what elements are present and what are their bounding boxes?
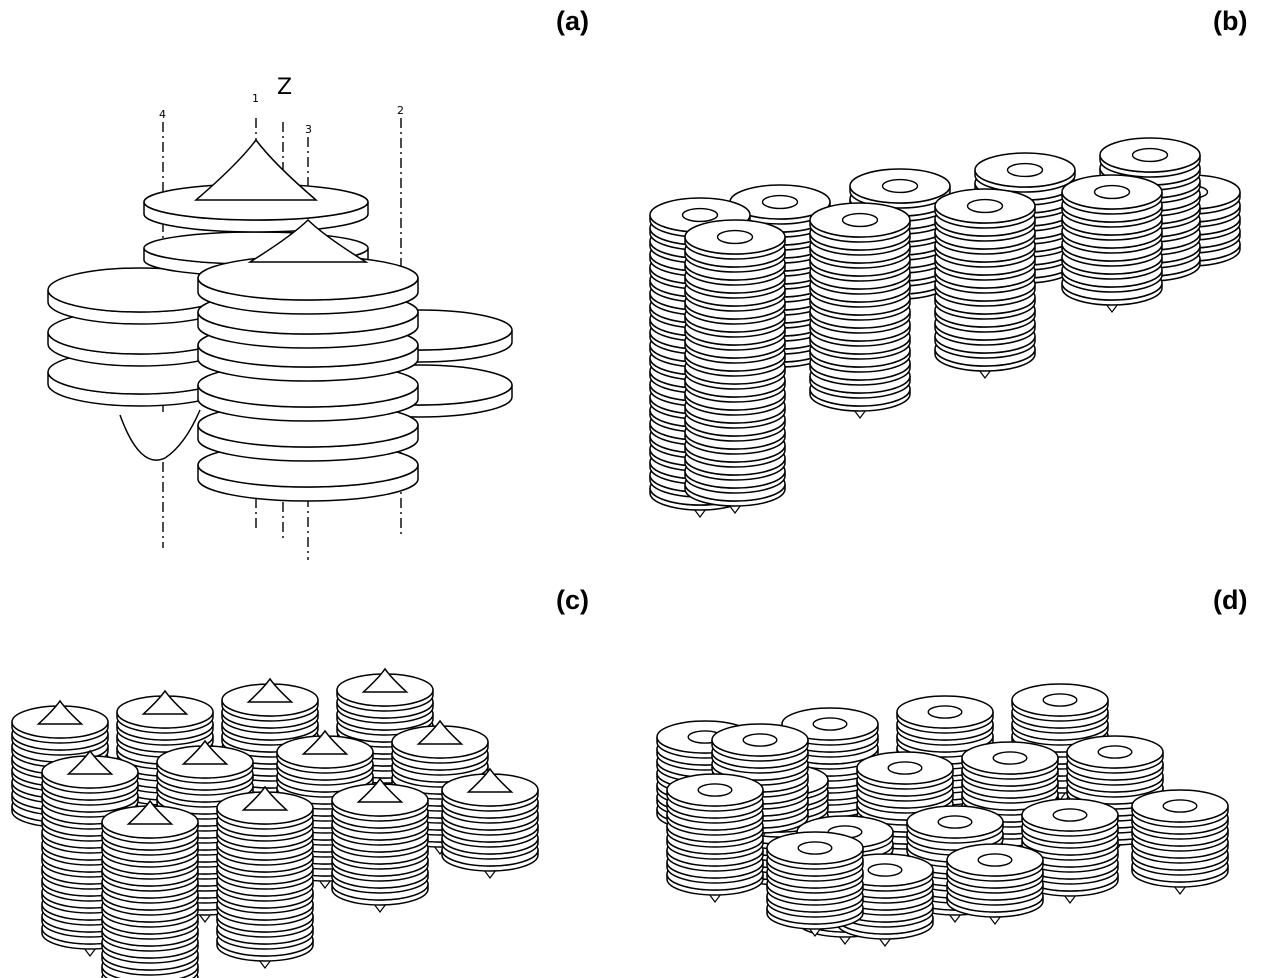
disc-hole [797,841,833,855]
cone [181,739,229,765]
disc-hole [1042,693,1078,707]
panel-label-d: (d) [1213,585,1248,615]
disc-hole [887,761,923,775]
cone [246,677,294,703]
disc-hole [937,815,973,829]
cone [141,689,189,715]
panel-d-disc-array [656,683,1229,947]
disc-stack [1131,789,1229,895]
disc-hole [681,207,719,223]
cone [361,667,409,693]
disc-hole [697,783,733,797]
panel-label-a: (a) [556,6,589,36]
cone [466,767,514,793]
axis-label-2: 2 [397,104,404,117]
disc-hole [1093,184,1131,200]
panel-c-cone-array [11,667,539,978]
disc-hole [927,705,963,719]
disc-hole [716,229,754,245]
disc-hole [992,751,1028,765]
disc-stack [216,785,314,969]
disc-hole [761,194,799,210]
disc-stack [1021,798,1119,904]
panel-a-disc-stacks [47,138,513,502]
cone [36,699,84,725]
axis-label-1: 1 [252,92,259,105]
stack-axis-4 [47,267,233,461]
disc-stack [809,202,911,419]
disc-hole [867,863,903,877]
disc [946,843,1044,882]
disc-hole [1052,808,1088,822]
disc-stack [666,773,764,903]
disc-stack [101,799,199,978]
disc-stack [684,219,786,514]
z-axis-label: Z [277,75,292,100]
disc-stack [331,777,429,913]
disc-hole [1131,147,1169,163]
disc-stack [946,843,1044,925]
disc-hole [1162,799,1198,813]
disc-stack [1061,174,1163,313]
disc-hole [841,212,879,228]
disc-hole [1006,162,1044,178]
panel-b-disc-array [649,137,1241,518]
cone [126,799,174,825]
disc-hole [1097,745,1133,759]
panel-label-c: (c) [556,585,589,615]
axis-label-3: 3 [305,123,312,136]
disc-hole [966,198,1004,214]
disc-hole [977,853,1013,867]
cone [66,749,114,775]
disc-hole [881,178,919,194]
disc-stack [441,767,539,879]
disc-hole [812,717,848,731]
panel-label-b: (b) [1213,6,1248,36]
cone [241,785,289,811]
disc-stack [766,831,864,937]
cone [193,138,319,201]
disc-hole [742,733,778,747]
cone [416,719,464,745]
cone [247,218,369,263]
disc-stack [934,188,1036,379]
cone [356,777,404,803]
inverted-cone [119,409,201,461]
axis-label-4: 4 [159,108,166,121]
cone [301,729,349,755]
stack-axis-3 [197,218,419,502]
